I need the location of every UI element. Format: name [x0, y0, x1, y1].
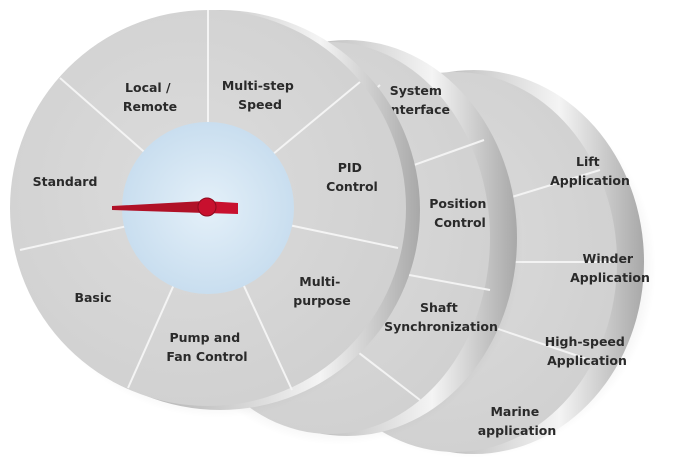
label-pump-and-fan-control: Pump and Fan Control — [166, 330, 247, 364]
label-shaft-synchronization: Shaft Synchronization — [384, 300, 498, 334]
front-disc: Local / Remote Multi-step Speed PID Cont… — [10, 10, 420, 418]
label-basic: Basic — [74, 290, 111, 305]
label-high-speed-application: High-speed Application — [545, 334, 629, 368]
label-local-remote: Local / Remote — [123, 80, 177, 114]
label-system-interface: System Interface — [386, 83, 450, 117]
label-position-control: Position Control — [429, 196, 491, 230]
label-marine-application: Marine application — [478, 404, 557, 438]
label-multi-purpose: Multi- purpose — [293, 274, 350, 308]
label-lift-application: Lift Application — [550, 154, 630, 188]
label-winder-application: Winder Application — [570, 251, 650, 285]
label-pid-control: PID Control — [326, 160, 378, 194]
label-multi-step-speed: Multi-step Speed — [222, 78, 298, 112]
label-standard: Standard — [33, 174, 98, 189]
dial-needle-icon — [112, 197, 238, 217]
